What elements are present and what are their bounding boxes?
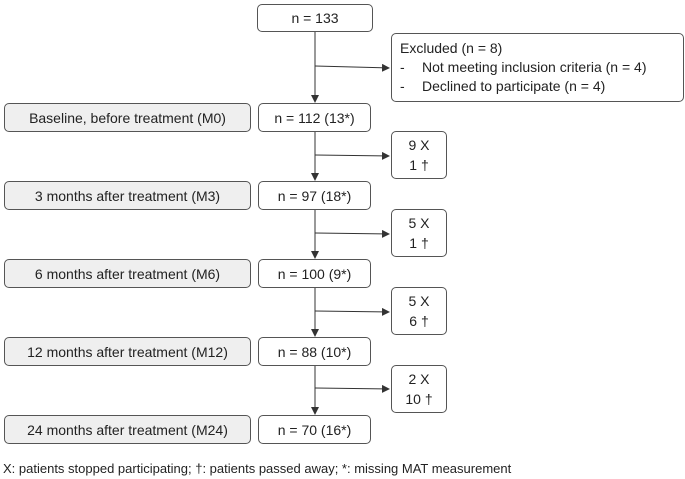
loss-died: 1 † [409,235,429,251]
loss-stopped: 2 X [408,371,430,387]
loss-stopped: 5 X [408,215,430,231]
stage-count-text: n = 88 (10*) [277,343,352,360]
stage-count-text: n = 100 (9*) [277,265,352,282]
stage-count-m3: n = 97 (18*) [258,181,371,210]
loss-box-m12-m24: 2 X 10 † [391,365,447,413]
arrow-to-loss-4 [314,384,390,393]
excluded-title: Excluded (n = 8) [400,40,503,56]
stage-count-m24: n = 70 (16*) [258,415,371,444]
loss-stopped: 5 X [408,293,430,309]
excluded-item-text: Not meeting inclusion criteria (n = 4) [422,59,647,75]
loss-box-m3-m6: 5 X 1 † [391,209,447,257]
total-count: n = 133 [291,10,339,26]
stage-label-m3: 3 months after treatment (M3) [4,181,251,210]
loss-stopped: 9 X [408,137,430,153]
loss-died: 1 † [409,157,429,173]
stage-label-m0: Baseline, before treatment (M0) [4,103,251,132]
excluded-item: - Declined to participate (n = 4) [400,77,675,96]
arrow-to-excluded [314,63,390,72]
legend-footnote: X: patients stopped participating; †: pa… [3,461,512,476]
stage-count-text: n = 70 (16*) [277,421,352,438]
excluded-item-bullet: - [400,78,405,94]
stage-label-text: 24 months after treatment (M24) [27,421,228,438]
stage-label-m6: 6 months after treatment (M6) [4,259,251,288]
stage-count-text: n = 97 (18*) [277,187,352,204]
excluded-item-bullet: - [400,59,405,75]
stage-label-m12: 12 months after treatment (M12) [4,337,251,366]
stage-label-text: 3 months after treatment (M3) [34,187,221,204]
excluded-item-text: Declined to participate (n = 4) [422,78,606,94]
arrow-to-loss-3 [314,307,390,316]
stage-count-m0: n = 112 (13*) [258,103,371,132]
arrow-to-loss-1 [314,151,390,160]
excluded-item: - Not meeting inclusion criteria (n = 4) [400,58,675,77]
stage-label-m24: 24 months after treatment (M24) [4,415,251,444]
stage-label-text: Baseline, before treatment (M0) [29,109,226,126]
loss-box-m6-m12: 5 X 6 † [391,287,447,335]
loss-died: 6 † [409,313,429,329]
stage-label-text: 12 months after treatment (M12) [27,343,228,360]
stage-count-m6: n = 100 (9*) [258,259,371,288]
stage-count-m12: n = 88 (10*) [258,337,371,366]
stage-count-text: n = 112 (13*) [274,109,355,126]
stage-label-text: 6 months after treatment (M6) [34,265,221,282]
loss-box-m0-m3: 9 X 1 † [391,131,447,179]
loss-died: 10 † [405,391,433,407]
arrow-to-loss-2 [314,229,390,238]
total-count-box: n = 133 [257,4,373,32]
excluded-box: Excluded (n = 8) - Not meeting inclusion… [391,33,684,102]
